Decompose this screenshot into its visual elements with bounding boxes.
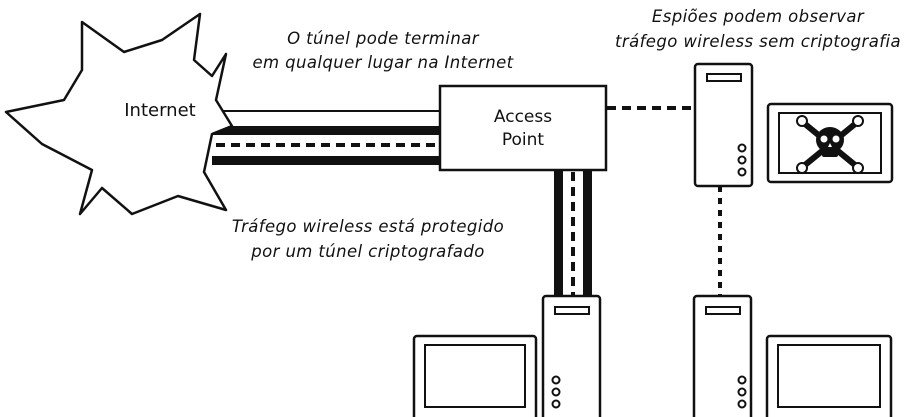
client-tower bbox=[541, 294, 602, 417]
caption-protected: Tráfego wireless está protegido por um t… bbox=[232, 217, 504, 261]
attacker-tower bbox=[693, 62, 754, 188]
caption-protected-line2: por um túnel criptografado bbox=[250, 242, 484, 261]
caption-spies-line2: tráfego wireless sem criptografia bbox=[615, 32, 901, 51]
tunnel-horizontal bbox=[212, 126, 440, 165]
caption-tunnel-end-line1: O túnel pode terminar bbox=[287, 29, 480, 48]
victim-tower bbox=[692, 294, 753, 417]
client-computer-encrypted bbox=[412, 294, 602, 417]
tunnel-vertical bbox=[554, 170, 592, 298]
access-point: Access Point bbox=[438, 84, 608, 172]
victim-computer bbox=[692, 294, 893, 417]
caption-spies-line1: Espiões podem observar bbox=[652, 7, 865, 26]
internet-label: Internet bbox=[124, 100, 195, 121]
access-point-label-line2: Point bbox=[502, 130, 545, 150]
internet-cloud bbox=[4, 12, 234, 216]
caption-protected-line1: Tráfego wireless está protegido bbox=[232, 217, 504, 236]
skull-crossbones-icon bbox=[796, 115, 864, 174]
caption-tunnel-end-line2: em qualquer lugar na Internet bbox=[252, 53, 513, 72]
access-point-label-line1: Access bbox=[494, 107, 552, 127]
caption-spies: Espiões podem observar tráfego wireless … bbox=[615, 7, 901, 51]
victim-monitor bbox=[765, 334, 893, 417]
attacker-computer bbox=[693, 62, 894, 188]
client-monitor bbox=[412, 334, 538, 417]
caption-tunnel-end: O túnel pode terminar em qualquer lugar … bbox=[252, 29, 513, 72]
